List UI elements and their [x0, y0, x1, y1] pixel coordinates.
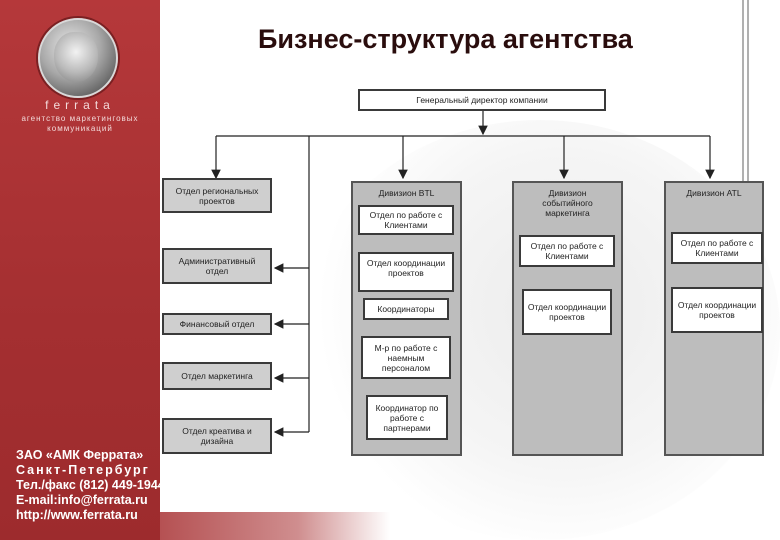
btl-client-dept: Отдел по работе с Клиентами: [358, 205, 454, 235]
dept-finance: Финансовый отдел: [162, 313, 272, 335]
director-box: Генеральный директор компании: [358, 89, 606, 111]
bottom-accent: [160, 512, 390, 540]
btl-coordination-dept: Отдел координации проектов: [358, 252, 454, 292]
company-name: ЗАО «АМК Феррата»: [16, 448, 144, 462]
atl-client-dept: Отдел по работе с Клиентами: [671, 232, 763, 264]
corner-lines: [742, 0, 752, 360]
contacts: ЗАО «АМК Феррата» Санкт-Петербург Тел./ф…: [16, 448, 165, 523]
event-client-dept: Отдел по работе с Клиентами: [519, 235, 615, 267]
page-title: Бизнес-структура агентства: [258, 24, 633, 54]
sidebar: ferrata агентство маркетинговых коммуник…: [0, 0, 165, 540]
dept-marketing: Отдел маркетинга: [162, 362, 272, 390]
brand-name: ferrata: [45, 98, 115, 112]
dept-regional-projects: Отдел региональных проектов: [162, 178, 272, 213]
brand-subtitle: агентство маркетинговых коммуникаций: [21, 114, 139, 133]
atl-coordination-dept: Отдел координации проектов: [671, 287, 763, 333]
btl-coordinators: Координаторы: [363, 298, 449, 320]
division-event-title: Дивизион событийного маркетинга: [542, 188, 593, 218]
email: E-mail:info@ferrata.ru: [16, 493, 148, 507]
btl-staff-manager: М-р по работе с наемным персоналом: [361, 336, 451, 379]
dept-creative-design: Отдел креатива и дизайна: [162, 418, 272, 454]
btl-partner-coordinator: Координатор по работе с партнерами: [366, 395, 448, 440]
phone: Тел./факс (812) 449-1944: [16, 478, 165, 492]
website: http://www.ferrata.ru: [16, 508, 138, 522]
lion-logo-icon: [38, 18, 118, 98]
division-atl-title: Дивизион ATL: [686, 188, 742, 198]
dept-administrative: Административный отдел: [162, 248, 272, 284]
event-coordination-dept: Отдел координации проектов: [522, 289, 612, 335]
city: Санкт-Петербург: [16, 463, 150, 477]
division-btl-title: Дивизион BTL: [378, 188, 435, 198]
